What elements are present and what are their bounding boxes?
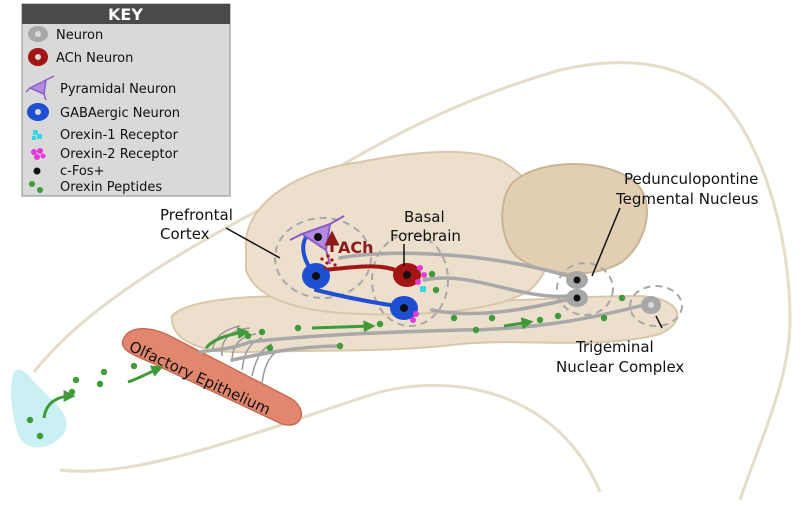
gray-neuron-icon — [28, 26, 48, 42]
key-label-orexin2: Orexin-2 Receptor — [60, 147, 179, 162]
gabaergic-neuron-icon — [27, 103, 49, 121]
key-legend: KEY Neuron ACh Neuron Pyramidal Neuron G… — [21, 3, 231, 197]
pyramidal-neuron — [289, 215, 345, 265]
gray-axons — [198, 251, 642, 362]
jaw-outline — [59, 383, 602, 493]
key-title: KEY — [108, 5, 143, 24]
pyramidal-neuron-icon — [25, 75, 55, 101]
basal-label-2: Forebrain — [390, 227, 461, 245]
gaba-neuron-basal — [390, 296, 418, 320]
orexin-2-receptors — [410, 265, 427, 323]
region-circles — [274, 217, 683, 327]
key-label-neuron: Neuron — [56, 28, 103, 43]
gaba-neuron-cortex — [302, 263, 330, 289]
gaba-axon-2 — [314, 288, 398, 308]
pedunculo-label-1: Pedunculopontine — [624, 170, 758, 188]
prefrontal-label-2: Cortex — [160, 225, 210, 243]
olfactory-epithelium — [121, 328, 303, 426]
key-label-orexin1: Orexin-1 Receptor — [60, 128, 179, 143]
cerebellum — [501, 163, 648, 275]
orexin-2-receptor-icon — [31, 148, 46, 160]
pedunculo-label-2: Tegmental Nucleus — [615, 190, 759, 208]
key-label-ach: ACh Neuron — [56, 51, 133, 66]
trigeminal-label-2: Nuclear Complex — [556, 358, 684, 376]
trigeminal-label-1: Trigeminal — [575, 338, 654, 356]
orexin-1-receptors — [420, 286, 426, 292]
ach-neuron-icon — [28, 48, 48, 66]
leader-lines — [225, 207, 663, 329]
key-label-pyramidal: Pyramidal Neuron — [60, 82, 176, 97]
orexin-1-receptor-icon — [32, 130, 42, 140]
nose-region — [11, 369, 67, 448]
c-fos-dot-icon — [33, 167, 41, 175]
key-label-cfos: c-Fos+ — [60, 164, 104, 179]
basal-label-1: Basal — [404, 208, 445, 226]
ppt-neuron-1 — [566, 271, 588, 289]
ach-label: ACh — [338, 238, 374, 257]
ach-neuron — [393, 263, 421, 287]
key-label-gaba: GABAergic Neuron — [60, 106, 180, 121]
ach-release-dots — [320, 254, 337, 270]
key-label-peptides: Orexin Peptides — [60, 180, 162, 195]
orexin-peptides-icon — [29, 181, 43, 193]
orexin-peptide-dots — [26, 270, 626, 440]
trigeminal-neuron — [641, 296, 661, 314]
peptide-arrows — [42, 317, 534, 419]
prefrontal-label-1: Prefrontal — [160, 206, 233, 224]
head-outline — [32, 61, 792, 501]
ppt-neuron-2 — [566, 289, 588, 307]
ach-axon — [320, 264, 402, 274]
